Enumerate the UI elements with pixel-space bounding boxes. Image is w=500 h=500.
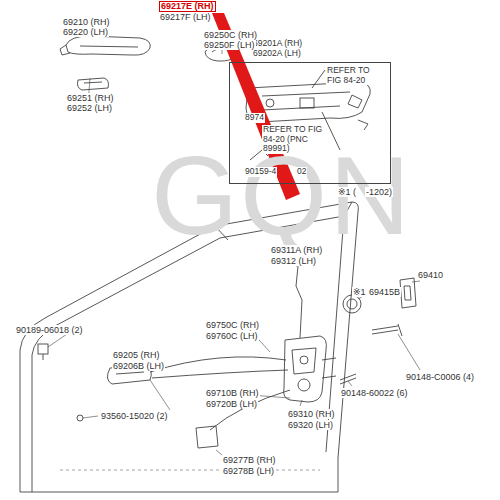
- callout-number: 69710B (RH): [205, 388, 260, 398]
- callout-number: 90189-06018 (2): [15, 325, 84, 335]
- drawing-line: [84, 82, 102, 83]
- note-text: 90159-4: [244, 167, 277, 177]
- callout-number: 69311A (RH): [270, 245, 323, 255]
- callout-number: 69206B (LH): [112, 361, 165, 371]
- drawing-line: [78, 78, 109, 90]
- drawing-line: [60, 470, 320, 471]
- drawing-line: [152, 370, 288, 378]
- drawing-line: [404, 286, 411, 300]
- drawing-line: [150, 380, 170, 410]
- callout-number: ※1: [352, 287, 367, 297]
- drawing-line: [347, 299, 357, 309]
- note-text: 02: [296, 167, 307, 177]
- drawing-line: [32, 216, 344, 492]
- drawing-line: [43, 354, 44, 360]
- callout-number: 69278B (LH): [222, 466, 275, 476]
- drawing-line: [348, 381, 352, 386]
- callout-number: 69750C (RH): [205, 320, 260, 330]
- callout-number: 69320 (LH): [287, 420, 334, 430]
- drawing-line: [398, 334, 420, 370]
- drawing-line: [284, 336, 327, 402]
- callout-number: ※1 (: [337, 187, 357, 197]
- drawing-line: [300, 356, 308, 364]
- callout-number: 69251 (RH): [66, 93, 115, 103]
- drawing-line: [358, 120, 368, 130]
- callout-number: 69205 (RH): [112, 350, 161, 360]
- callout-number: -1202): [365, 187, 393, 197]
- callout-number: 69252 (LH): [66, 103, 113, 113]
- drawing-line: [300, 400, 302, 406]
- drawing-line: [83, 416, 98, 418]
- drawing-line: [348, 95, 362, 108]
- drawing-line: [20, 30, 420, 492]
- drawing-line: [150, 357, 286, 372]
- callout-number: 69760C (LH): [205, 331, 259, 341]
- note-text: 8974: [244, 113, 265, 123]
- drawing-line: [60, 45, 70, 55]
- drawing-line: [116, 372, 144, 374]
- drawing-line: [262, 92, 350, 110]
- drawing-line: [38, 344, 48, 354]
- callout-number: 69250F (LH): [203, 40, 256, 50]
- callout-number: 69210 (RH): [62, 17, 111, 27]
- drawing-line: [300, 98, 314, 108]
- drawing-line: [298, 379, 310, 391]
- callout-number: 69220 (LH): [62, 27, 109, 37]
- drawing-line: [322, 358, 336, 378]
- callout-number: 69217E (RH): [159, 1, 216, 12]
- drawing-line: [400, 278, 416, 308]
- drawing-line: [77, 415, 83, 421]
- callout-number: 69720B (LH): [205, 399, 258, 409]
- drawing-line: [296, 266, 302, 338]
- callout-number: 69410: [417, 270, 444, 280]
- inset-box: 69201A (RH) 69202A (LH)REFER TO FIG 84-2…: [229, 62, 391, 184]
- callout-number: 69277B (RH): [222, 455, 277, 465]
- callout-number: 90148-C0006 (4): [405, 372, 475, 382]
- drawing-line: [292, 348, 316, 374]
- drawing-line: [343, 295, 361, 313]
- callout-number: 69217F (LH): [159, 12, 212, 22]
- drawing-line: [66, 36, 150, 55]
- drawing-line: [80, 46, 138, 47]
- drawing-line: [196, 426, 218, 448]
- callout-number: 69312 (LH): [270, 256, 317, 266]
- note-text: REFER TO FIG 84-20 (PNC 89991): [262, 125, 326, 154]
- note-text: REFER TO FIG 84-20: [326, 66, 386, 85]
- drawing-line: [372, 324, 402, 336]
- callout-number: 90148-60022 (6): [340, 388, 409, 398]
- callout-number: 69310 (RH): [287, 409, 336, 419]
- callout-number: 93560-15020 (2): [100, 411, 169, 421]
- drawing-line: [340, 374, 356, 384]
- part-number: 69201A (RH) 69202A (LH): [252, 39, 316, 58]
- callout-number: 69415B: [368, 287, 401, 297]
- callout-number: 69250C (RH): [203, 30, 258, 40]
- drawing-line: [20, 492, 338, 493]
- drawing-line: [266, 99, 274, 107]
- drawing-line: [412, 281, 420, 282]
